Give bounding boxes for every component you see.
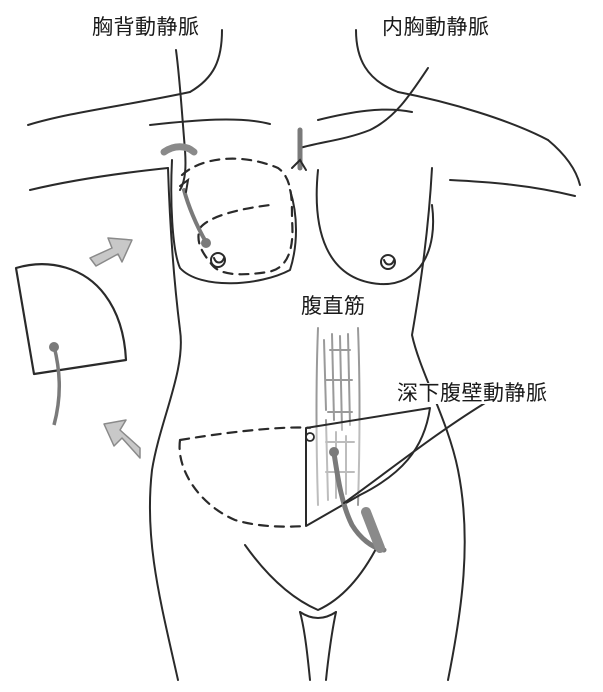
left-shoulder-line [28,92,190,125]
thoracodorsal-leader-line [176,50,185,190]
left-arm-line [30,168,168,190]
deep-inferior-epigastric-vessels-label: 深下腹壁動静脈 [395,383,550,404]
right-breast [317,170,433,284]
die-perforator-dot [329,447,339,457]
reconstructed-left-breast [171,160,296,283]
right-clavicle [318,110,412,120]
crotch-bottom [300,612,336,618]
neck-left-line [190,30,222,92]
inner-thigh-right [326,612,336,680]
inner-thigh-left [300,612,310,680]
left-torso-side [150,168,181,680]
thoracodorsal-vessels-label: 胸背動静脈 [92,17,200,38]
right-shoulder-line [398,92,548,140]
crotch-line [245,545,378,610]
breast-flap-dashed-outline [182,159,292,275]
arrow-up-to-breast-icon [90,238,132,266]
left-nipple-inner [214,258,224,263]
thoracodorsal-vessel [184,190,206,242]
abdominal-flap-dashed-outline [180,428,310,527]
internal-mammary-leader-line [300,68,428,148]
neck-right-line [356,30,398,92]
right-arm-outer [548,140,580,185]
harvested-flap [16,264,126,374]
internal-mammary-vessels-label: 内胸動静脈 [382,17,490,38]
breast-flap-perforator-dot [201,238,211,248]
rectus-abdominis-label: 腹直筋 [298,296,369,317]
right-nipple-inner [384,260,394,265]
harvested-flap-perforator-dot [49,342,59,352]
arrow-from-abdomen-icon [104,420,140,458]
right-arm-line [450,180,575,196]
thoracodorsal-vessel-stump [164,147,194,152]
left-clavicle [150,119,270,125]
